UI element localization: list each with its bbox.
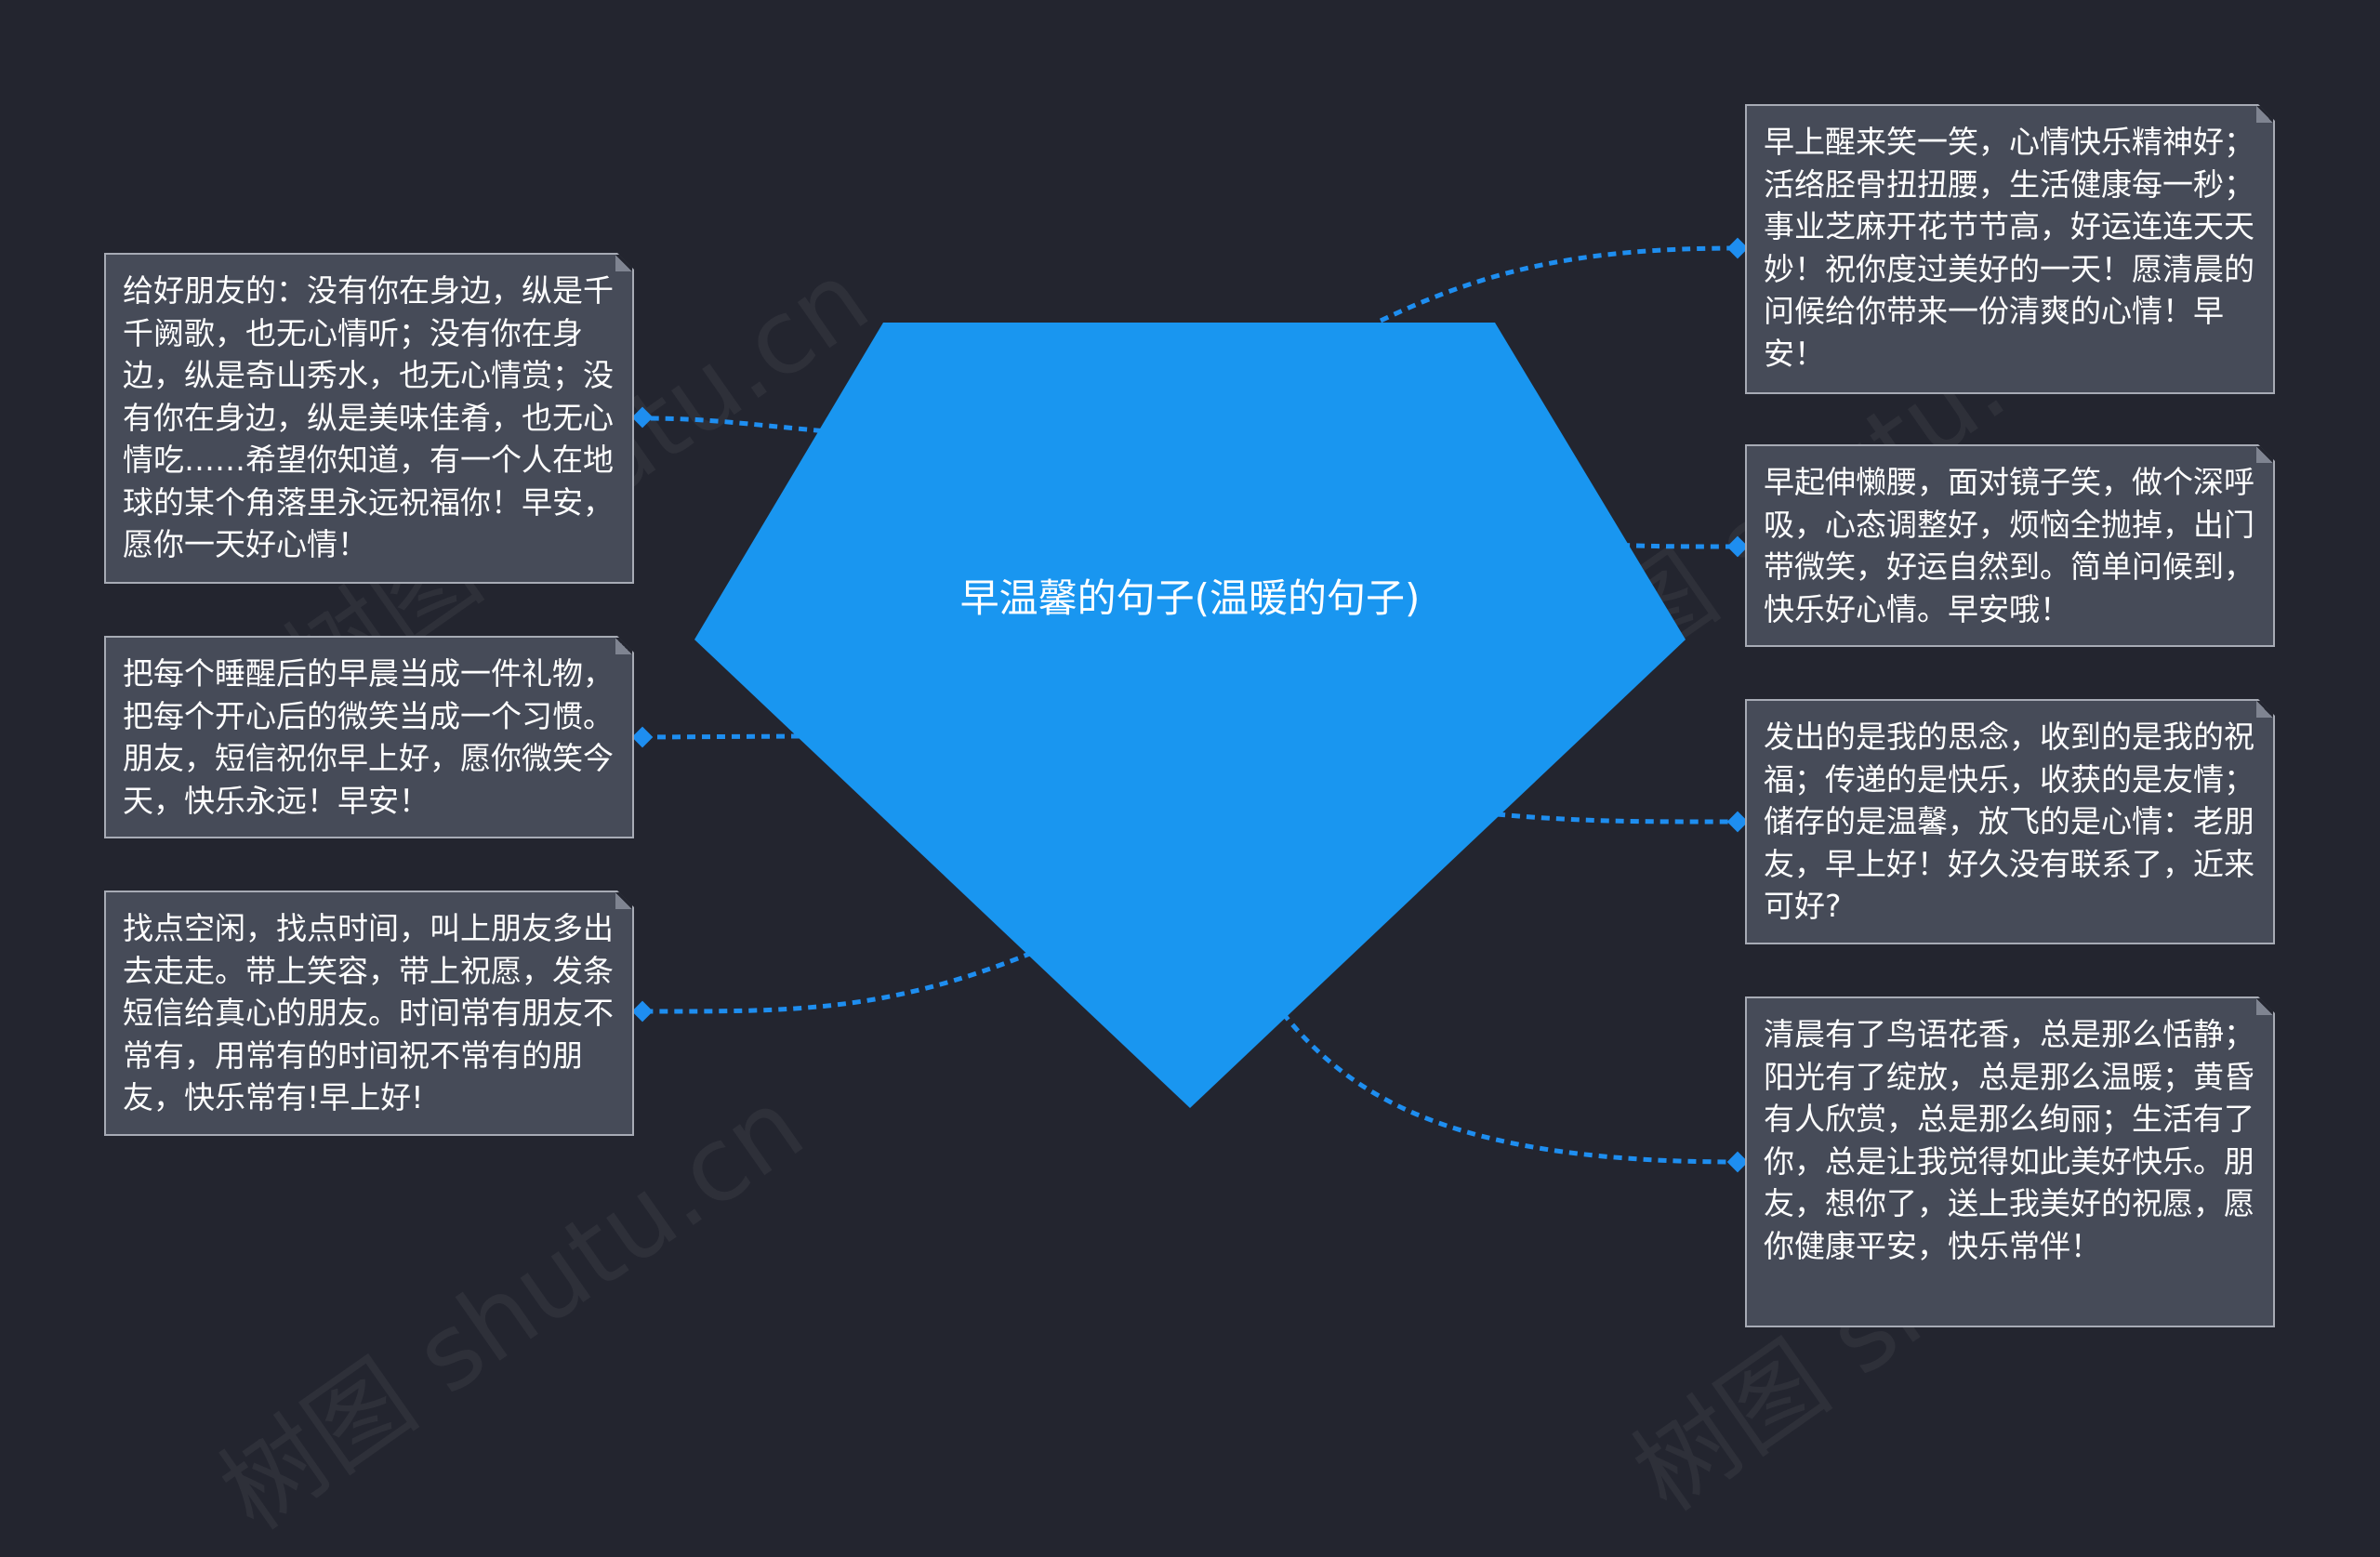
node-text: 给好朋友的：没有你在身边，纵是千千阙歌，也无心情听；没有你在身边，纵是奇山秀水，…	[123, 272, 614, 562]
node-text: 发出的是我的思念，收到的是我的祝福；传递的是快乐，收获的是友情；储存的是温馨，放…	[1764, 719, 2254, 924]
connector-diamond	[631, 406, 654, 429]
node-text: 找点空闲，找点时间，叫上朋友多出去走走。带上笑容，带上祝愿，发条短信给真心的朋友…	[123, 910, 614, 1115]
connector-diamond	[1726, 811, 1749, 833]
connector-line	[642, 950, 1033, 1014]
node-text: 早起伸懒腰，面对镜子笑，做个深呼吸，心态调整好，烦恼全抛掉，出门带微笑，好运自然…	[1764, 464, 2254, 627]
connector-line	[1379, 245, 1738, 323]
connector-line	[642, 416, 838, 435]
center-topic[interactable]: 早温馨的句子(温暖的句子)	[959, 574, 1421, 621]
connector-line	[1496, 811, 1738, 825]
left-node-2[interactable]: 把每个睡醒后的早晨当成一件礼物，把每个开心后的微笑当成一个习惯。朋友，短信祝你早…	[104, 636, 634, 838]
connector-diamond	[631, 1000, 654, 1023]
connector-line	[642, 733, 800, 740]
right-node-2[interactable]: 早起伸懒腰，面对镜子笑，做个深呼吸，心态调整好，烦恼全抛掉，出门带微笑，好运自然…	[1745, 444, 2275, 647]
left-node-3[interactable]: 找点空闲，找点时间，叫上朋友多出去走走。带上笑容，带上祝愿，发条短信给真心的朋友…	[104, 891, 634, 1136]
node-text: 把每个睡醒后的早晨当成一件礼物，把每个开心后的微笑当成一个习惯。朋友，短信祝你早…	[123, 655, 614, 819]
connector-diamond	[631, 726, 654, 748]
right-node-4[interactable]: 清晨有了鸟语花香，总是那么恬静；阳光有了绽放，总是那么温暖；黄昏有人欣赏，总是那…	[1745, 996, 2275, 1327]
center-node-shape[interactable]	[694, 323, 1686, 1108]
left-node-1[interactable]: 给好朋友的：没有你在身边，纵是千千阙歌，也无心情听；没有你在身边，纵是奇山秀水，…	[104, 253, 634, 584]
connector-layer	[631, 237, 1749, 1173]
right-node-1[interactable]: 早上醒来笑一笑，心情快乐精神好；活络胫骨扭扭腰，生活健康每一秒；事业芝麻开花节节…	[1745, 104, 2275, 394]
connector-line	[1281, 1011, 1738, 1165]
connector-diamond	[1726, 535, 1749, 558]
right-node-3[interactable]: 发出的是我的思念，收到的是我的祝福；传递的是快乐，收获的是友情；储存的是温馨，放…	[1745, 699, 2275, 944]
node-text: 早上醒来笑一笑，心情快乐精神好；活络胫骨扭扭腰，生活健康每一秒；事业芝麻开花节节…	[1764, 124, 2254, 372]
node-text: 清晨有了鸟语花香，总是那么恬静；阳光有了绽放，总是那么温暖；黄昏有人欣赏，总是那…	[1764, 1016, 2254, 1264]
connector-diamond	[1726, 1151, 1749, 1173]
connector-diamond	[1726, 237, 1749, 259]
